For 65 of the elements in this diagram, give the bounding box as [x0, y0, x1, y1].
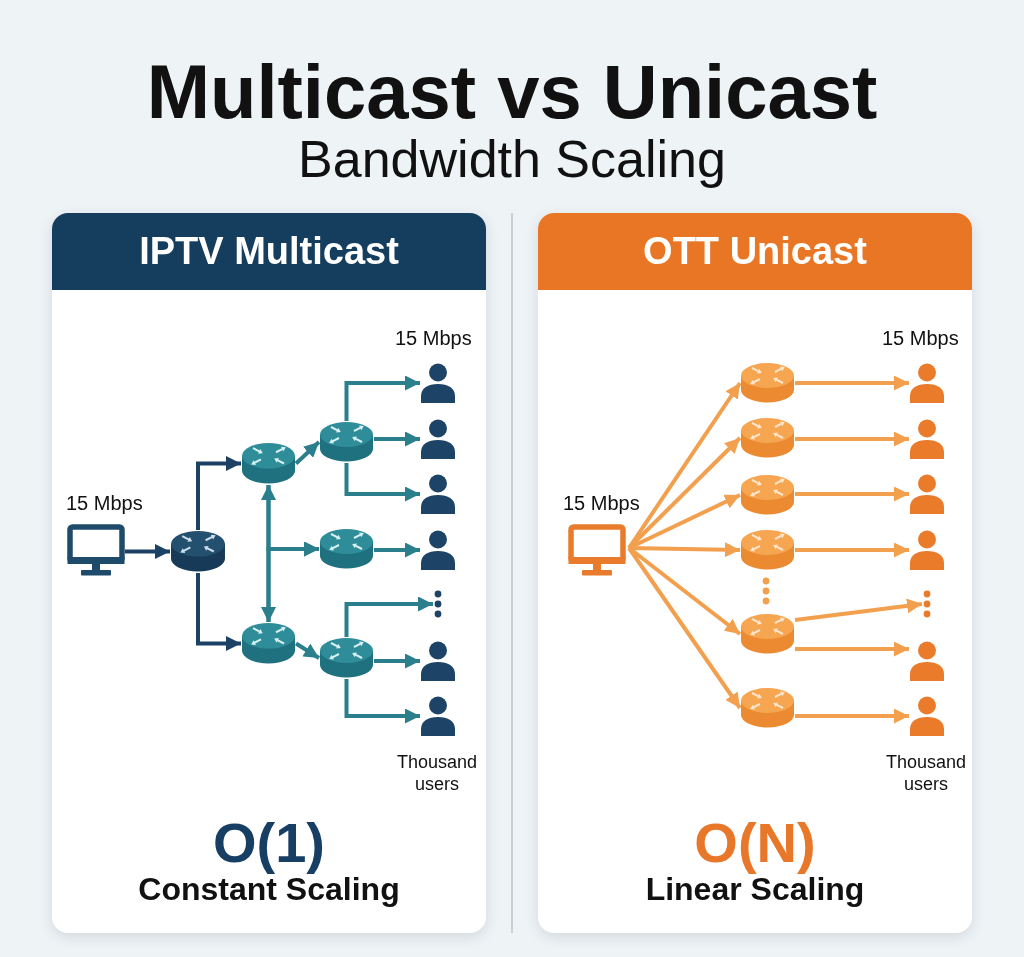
user-icon	[420, 696, 456, 736]
title: Multicast vs Unicast	[146, 49, 878, 134]
arrow	[794, 598, 923, 622]
user-icon	[909, 363, 945, 403]
user-icon	[420, 363, 456, 403]
bandwidth-label: 15 Mbps	[563, 493, 640, 513]
user-count-label: Thousand users	[395, 751, 479, 795]
arrow	[344, 596, 433, 637]
arrow	[627, 381, 742, 550]
arrow	[795, 708, 909, 724]
scaling-label: Linear Scaling	[645, 873, 865, 905]
bandwidth-label: 15 Mbps	[882, 328, 959, 348]
panel-header: OTT Unicast	[538, 213, 972, 290]
bandwidth-label: 15 Mbps	[66, 493, 143, 513]
arrow	[344, 463, 420, 502]
router-icon	[740, 362, 795, 404]
user-icon	[420, 474, 456, 514]
arrow	[628, 493, 741, 550]
panel-header: IPTV Multicast	[52, 213, 486, 290]
router-icon	[740, 687, 795, 729]
panel-card	[538, 213, 972, 933]
router-icon	[740, 529, 795, 571]
user-icon	[909, 530, 945, 570]
bandwidth-label: 15 Mbps	[395, 328, 472, 348]
user-count-label: Thousand users	[884, 751, 968, 795]
arrow	[196, 573, 241, 651]
scaling-label: Constant Scaling	[138, 873, 400, 905]
arrow	[374, 431, 420, 447]
arrow	[294, 641, 321, 660]
arrow	[795, 431, 909, 447]
router-icon	[170, 530, 226, 573]
user-icon	[909, 474, 945, 514]
user-icon	[909, 641, 945, 681]
arrow	[125, 544, 170, 559]
user-icon	[420, 641, 456, 681]
arrow	[627, 546, 742, 636]
router-icon	[241, 442, 296, 485]
router-icon	[740, 613, 795, 655]
router-icon	[241, 622, 296, 665]
arrow	[294, 440, 321, 465]
arrow	[627, 546, 742, 710]
arrow	[344, 375, 420, 421]
arrow	[795, 641, 909, 657]
router-icon	[319, 528, 374, 570]
monitor-icon	[67, 524, 125, 576]
router-icon	[740, 417, 795, 459]
arrow	[266, 541, 319, 622]
user-icon	[420, 530, 456, 570]
arrow	[374, 542, 420, 558]
arrow	[374, 653, 420, 669]
arrow	[795, 542, 909, 558]
vertical-dots-icon	[433, 590, 443, 618]
panel-card	[52, 213, 486, 933]
user-icon	[909, 696, 945, 736]
router-icon	[319, 421, 374, 463]
arrow	[795, 486, 909, 502]
router-icon	[740, 474, 795, 516]
arrow	[344, 679, 420, 724]
user-icon	[420, 419, 456, 459]
router-icon	[319, 637, 374, 679]
user-icon	[909, 419, 945, 459]
arrow	[196, 456, 241, 530]
vertical-dots-icon	[922, 590, 932, 618]
monitor-icon	[568, 524, 626, 576]
arrow	[795, 375, 909, 391]
